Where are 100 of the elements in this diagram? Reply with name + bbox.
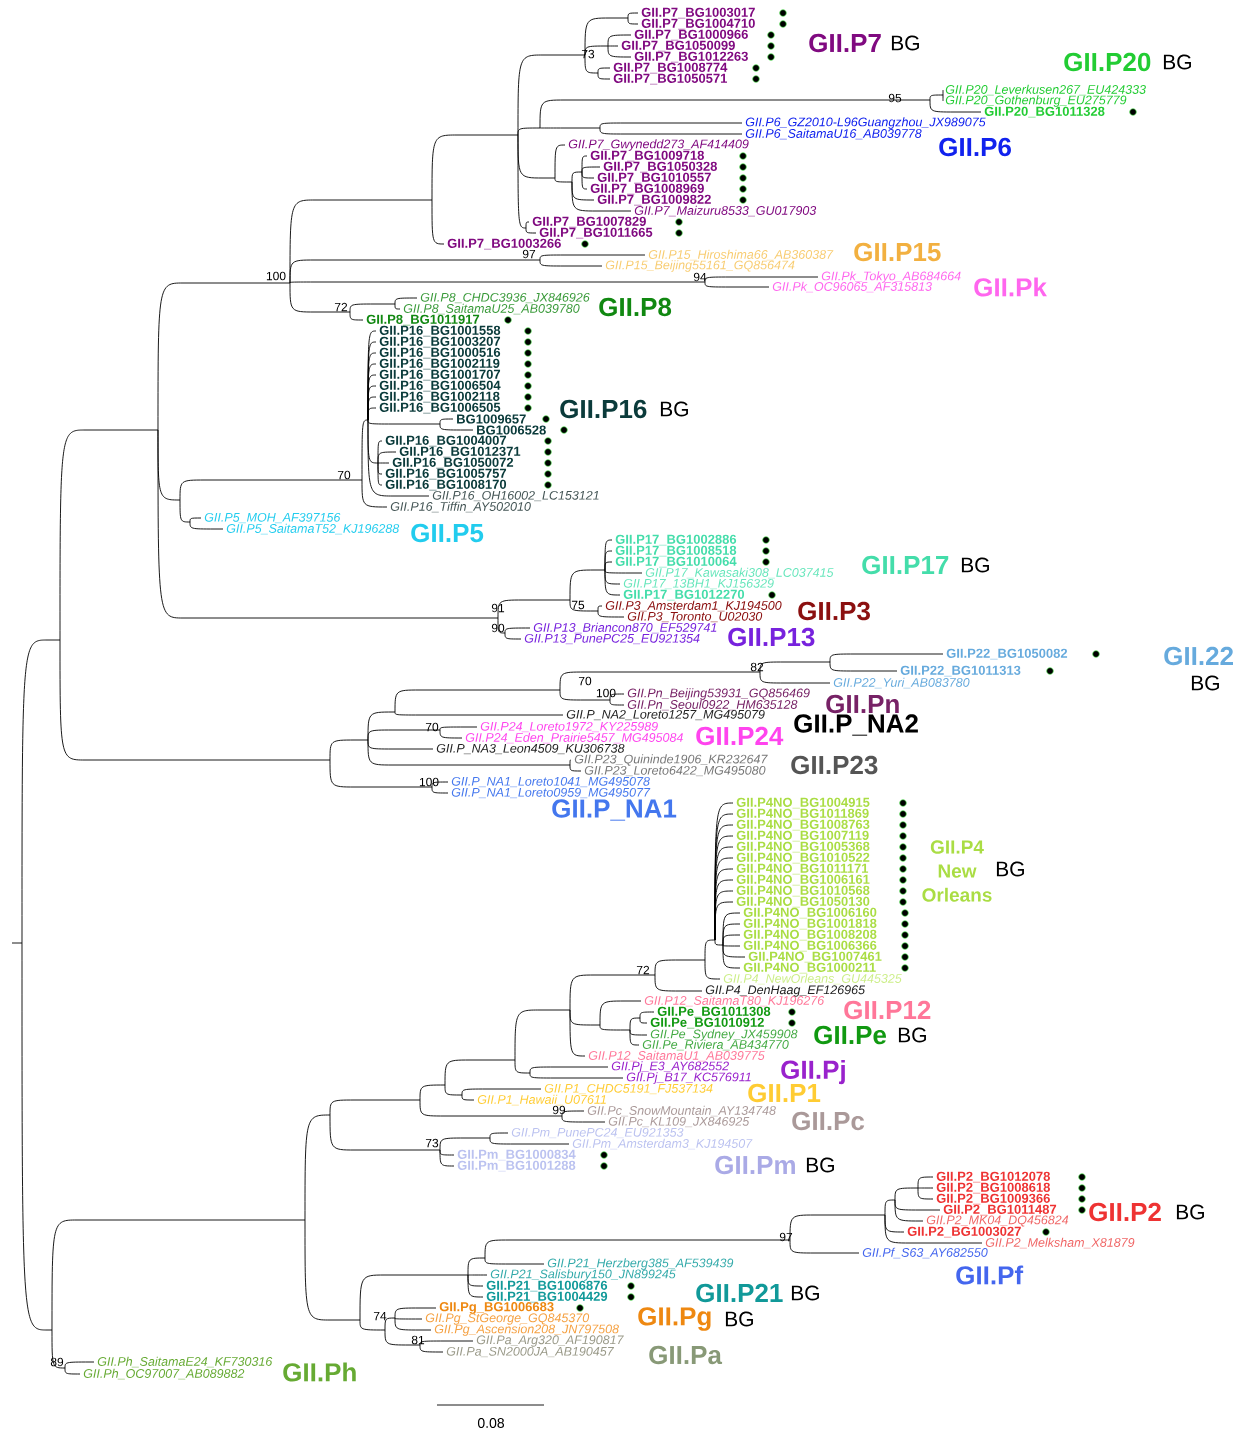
bootstrap-value: 73 [581,49,595,59]
leaf-label: GII.P7_Maizuru8533_GU017903 [634,205,817,217]
clade-label: GII.Pe [814,1025,886,1045]
leaf-label: GII.P16_BG1050072 [392,457,514,469]
leaf-label: GII.P16_Tiffin_AY502010 [390,501,531,513]
leaf-label: GII.P4NO_BG1006160 [743,907,877,919]
bootstrap-value: 81 [411,1335,425,1345]
leaf-label: GII.P7_BG1008774 [613,62,728,74]
tag-label: BG [1176,1204,1204,1220]
bootstrap-value: 72 [636,965,650,975]
leaf-label: GII.Pe_BG1010912 [650,1017,764,1029]
leaf-label: GII.P2_BG1011487 [943,1204,1057,1216]
leaf-label: GII.P16_BG1000516 [379,347,501,359]
leaf-label: GII.Pn_Beijing53931_GQ856469 [627,688,810,700]
leaf-label: GII.P7_BG1011665 [539,227,653,239]
leaf-label: GII.P20_BG1011328 [984,106,1105,118]
leaf-label: GII.P17_Kawasaki308_LC037415 [645,567,834,579]
clade-label: GII.Pg [638,1307,711,1331]
bootstrap-value: 100 [596,688,616,698]
leaf-label: GII.P12_SaitamaU1_AB039775 [588,1050,765,1062]
leaf-label: GII.Pg_Ascension208_JN797508 [434,1324,619,1336]
leaf-label: GII.Pm_BG1001288 [457,1160,576,1172]
leaf-label: GII.P_NA1_Loreto1041_MG495078 [451,776,650,788]
leaf-label: GII.P4NO_BG1007461 [748,951,882,963]
leaf-label: GII.P16_BG1002118 [379,391,500,403]
leaf-label: GII.P7_BG1003017 [641,7,755,19]
leaf-label: GII.P7_BG1050099 [621,40,735,52]
leaf-label: GII.P16_BG1005757 [385,468,507,480]
leaf-label: GII.P4NO_BG1010522 [736,852,870,864]
leaf-label: GII.Pk_Tokyo_AB684664 [821,271,961,283]
clade-label: GII.P4 New Orleans [922,840,992,902]
leaf-label: GII.P7_BG1050571 [613,73,727,85]
leaf-label: GII.P22_BG1011313 [900,665,1021,677]
clade-label: GII.22 [1164,646,1233,666]
clade-label: GII.P_NA1 [552,799,677,821]
leaf-label: GII.P2_BG1009366 [936,1193,1050,1205]
leaf-label: GII.P13_Briancon870_EF529741 [533,622,717,634]
bootstrap-value: 97 [779,1232,793,1242]
clade-label: GII.P13 [728,627,815,647]
bootstrap-value: 70 [578,676,592,686]
leaf-label: GII.P7_BG1012263 [634,51,748,63]
leaf-label: GII.P_NA2_Loreto1257_MG495079 [566,709,765,721]
clade-label: GII.P8 [599,297,672,317]
leaf-label: GII.Pg_BG1006683 [439,1302,554,1314]
leaf-label: GII.P17_BG1010064 [615,556,737,568]
leaf-label: GII.P21_Herzberg385_AF539439 [547,1258,734,1270]
leaf-label: GII.P7_BG1050328 [603,161,717,173]
leaf-label: GII.P2_MK04_DQ456824 [926,1215,1069,1227]
tag-label: BG [1191,675,1219,691]
tag-label: BG [660,401,688,417]
leaf-label: GII.P4NO_BG1011869 [736,808,869,820]
leaf-label: GII.Ph_OC97007_AB089882 [83,1368,245,1380]
leaf-label: GII.P12_SaitamaT80_KJ196276 [644,995,825,1007]
leaf-label: GII.Pn_Seoul0922_HM635128 [627,699,798,711]
bootstrap-value: 70 [337,470,351,480]
leaf-label: GII.P22_Yuri_AB083780 [833,677,970,689]
leaf-label: GII.P2_BG1008618 [936,1182,1050,1194]
leaf-label: GII.P7_BG1004710 [641,18,755,30]
leaf-label: GII.Pc_KL109_JX846925 [608,1116,750,1128]
clade-label: GII.P21 [696,1283,783,1303]
leaf-label: GII.P4NO_BG1006366 [743,940,877,952]
clade-label: GII.P17 [862,555,949,575]
tag-label: BG [891,35,919,51]
leaf-label: GII.Pm_PunePC24_EU921353 [511,1127,684,1139]
leaf-label: GII.P8_BG1011917 [366,314,480,326]
bootstrap-value: 97 [522,249,536,259]
leaf-label: GII.P7_BG1008969 [590,183,704,195]
leaf-label: GII.Pe_BG1011308 [657,1006,771,1018]
clade-label: GII.P20 [1064,52,1151,72]
leaf-label: GII.P21_BG1004429 [486,1291,608,1303]
leaf-label: GII.P16_BG1006505 [379,402,501,414]
leaf-label: GII.Pe_Riviera_AB434770 [642,1039,789,1051]
bootstrap-value: 74 [373,1311,387,1321]
leaf-label: GII.P24_Loreto1972_KY225989 [480,721,658,733]
leaf-label: GII.P16_BG1004007 [385,435,507,447]
clade-label: GII.P6 [939,137,1011,157]
leaf-label: GII.P16_BG1008170 [385,479,507,491]
bootstrap-value: 95 [888,93,902,103]
bootstrap-value: 89 [50,1357,64,1367]
leaf-label: GII.Pj_E3_AY682552 [611,1061,729,1073]
leaf-label: GII.P4_DenHaag_EF126965 [705,985,866,997]
leaf-label: GII.P21_Salisbury150_JN899245 [490,1269,676,1281]
leaf-label: GII.P4NO_BG1011171 [736,863,869,875]
leaf-label: GII.P15_Beijing55161_GQ856474 [605,260,795,272]
leaf-label: GII.Pg_StGeorge_GQ845370 [425,1313,590,1325]
leaf-label: GII.P16_BG1003207 [379,336,501,348]
bootstrap-value: 100 [266,271,286,281]
leaf-label: GII.P23_Quininde1906_KR232647 [574,754,768,766]
tag-label: BG [898,1027,926,1043]
leaf-label: GII.P21_BG1006876 [486,1280,608,1292]
clade-label: GII.P_NA2 [794,714,918,736]
clade-label: GII.P23 [791,755,878,775]
tag-label: BG [1163,54,1191,70]
leaf-label: GII.P4NO_BG1000211 [743,962,876,974]
leaf-label: GII.Pm_BG1000834 [457,1149,576,1161]
leaf-label: GII.P17_BG1012270 [623,589,745,601]
tag-label: BG [725,1311,753,1327]
leaf-label: GII.P16_BG1001558 [379,325,501,337]
leaf-label: GII.P2_BG1012078 [936,1171,1050,1183]
clade-label: GII.P3 [798,601,870,621]
